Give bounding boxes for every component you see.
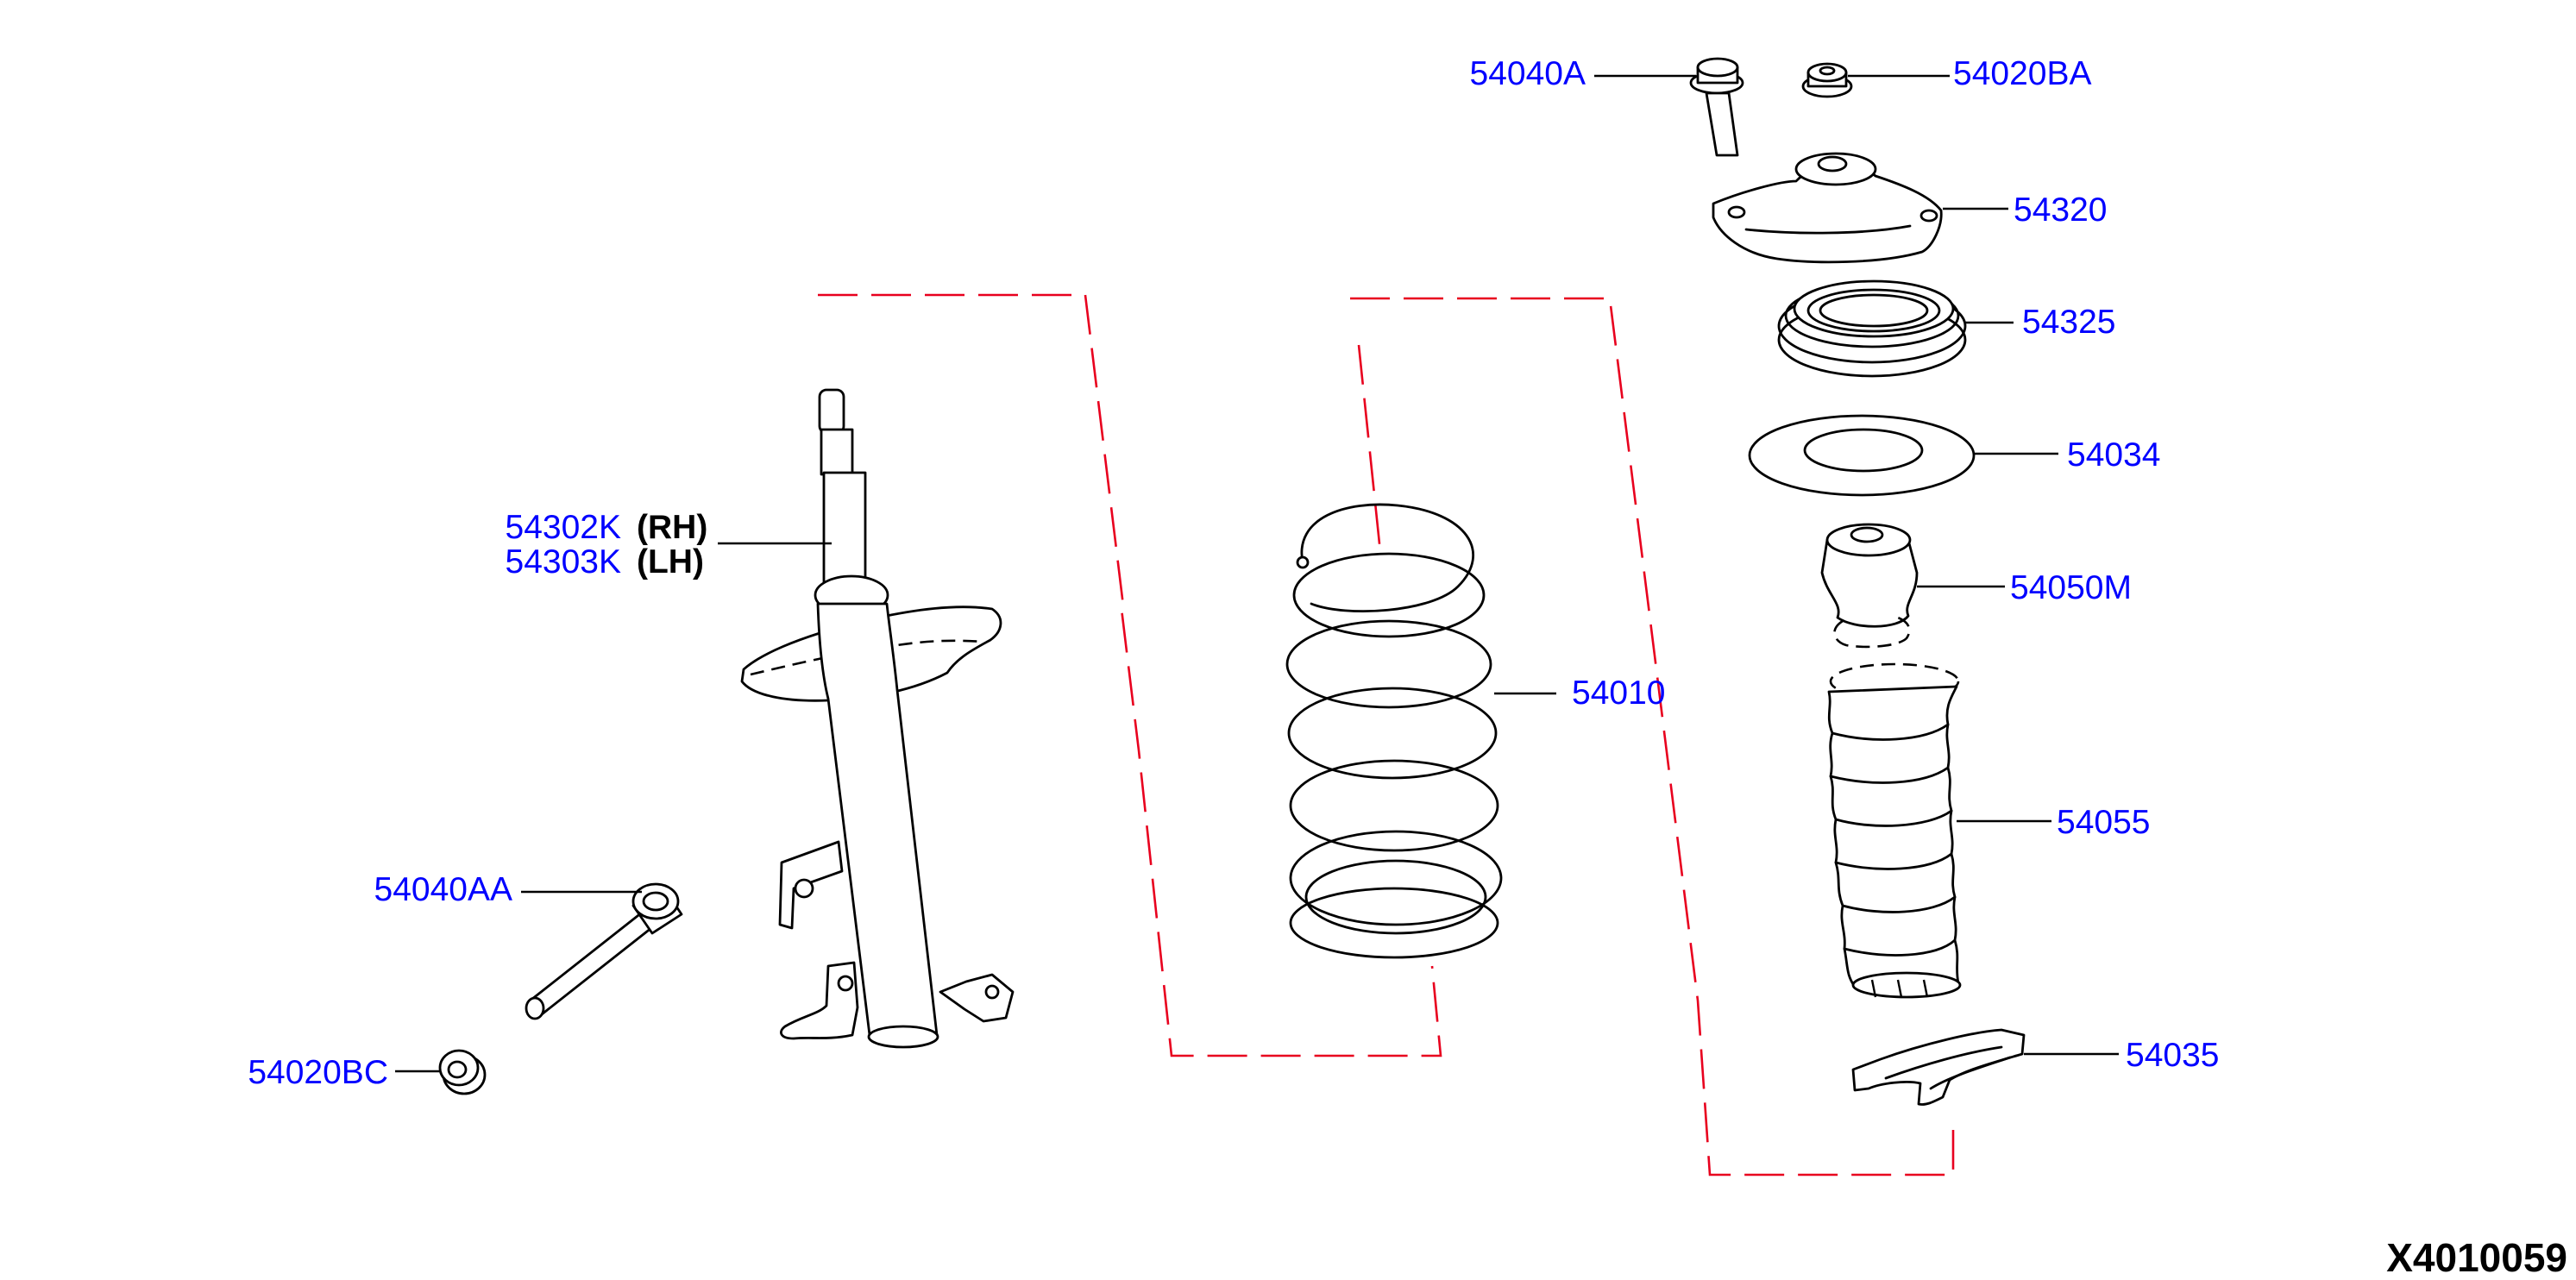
part-label-54035: 54035 xyxy=(2126,1037,2219,1074)
side-label-lh: (LH) xyxy=(637,543,704,580)
part-label-54020BC: 54020BC xyxy=(248,1054,388,1091)
flange-bolt-icon xyxy=(1691,59,1743,155)
part-label-54040AA: 54040AA xyxy=(374,871,512,908)
part-label-54303K: 54303K xyxy=(506,543,621,580)
part-number-labels: 54040A 54020BA 54320 54325 54034 54050M … xyxy=(248,55,2219,1091)
cam-bolt-icon xyxy=(526,884,682,1019)
guide-line-short xyxy=(1359,345,1380,552)
flange-nut-icon xyxy=(440,1051,485,1094)
bump-stop-icon xyxy=(1822,524,1917,647)
part-label-54050M: 54050M xyxy=(2010,569,2132,606)
dust-boot-icon xyxy=(1829,664,1960,997)
strut-bearing-icon xyxy=(1779,281,1965,376)
part-label-54325: 54325 xyxy=(2022,304,2115,341)
side-label-rh: (RH) xyxy=(637,509,707,546)
exploded-guide-lines xyxy=(818,295,1953,1175)
guide-line-spring-to-boot xyxy=(1350,298,1953,1175)
diagram-id: X4010059 xyxy=(2386,1235,2567,1280)
strut-assembly-icon xyxy=(742,390,1013,1047)
part-label-54034: 54034 xyxy=(2067,436,2160,474)
part-label-54055: 54055 xyxy=(2057,804,2150,841)
hex-nut-icon xyxy=(1803,64,1851,97)
snap-clip-icon xyxy=(1853,1030,2024,1105)
guide-line-strut-to-spring xyxy=(818,295,1441,1056)
part-label-54320: 54320 xyxy=(2014,191,2107,229)
coil-spring-icon xyxy=(1287,505,1501,957)
part-label-54020BA: 54020BA xyxy=(1953,55,2091,92)
spring-seat-icon xyxy=(1750,416,1974,495)
part-label-54302K: 54302K xyxy=(506,509,621,546)
part-label-54040A: 54040A xyxy=(1470,55,1586,92)
strut-mount-icon xyxy=(1713,154,1941,262)
leader-lines xyxy=(395,76,2119,1071)
part-label-54010: 54010 xyxy=(1572,675,1665,712)
